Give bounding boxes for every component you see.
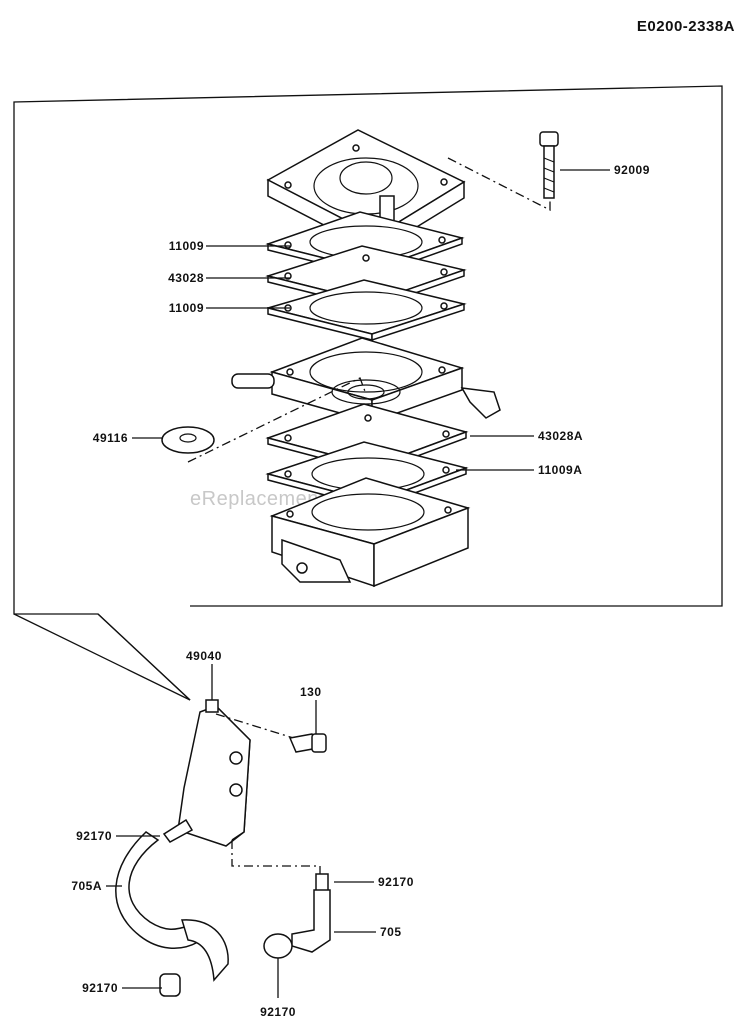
- part-label-92170-right: 92170: [378, 875, 414, 889]
- part-label-705: 705: [380, 925, 402, 939]
- part-label-49116: 49116: [93, 431, 128, 445]
- hose-705A: [115, 831, 229, 997]
- part-label-11009A: 11009A: [538, 463, 582, 477]
- part-label-43028: 43028: [168, 271, 204, 285]
- exploded-view-frame: [13, 85, 723, 701]
- part-label-11009-lower: 11009: [169, 301, 204, 315]
- part-label-49040: 49040: [186, 649, 222, 663]
- part-label-705A: 705A: [71, 879, 102, 893]
- pump-bottom-cover: [269, 477, 471, 588]
- part-label-43028A: 43028A: [538, 429, 583, 443]
- part-label-11009-upper: 11009: [169, 239, 204, 253]
- exploded-pump-parts: [161, 129, 559, 588]
- bolt-130: [288, 733, 327, 753]
- valve-49116: [161, 426, 215, 454]
- part-label-92170-bottom: 92170: [260, 1005, 296, 1019]
- diagram-code: E0200-2338A: [637, 18, 735, 35]
- assembled-fuel-pump: [162, 699, 321, 876]
- gasket-11009-lower: [265, 279, 467, 342]
- leader-lines: [106, 169, 610, 998]
- hose-705: [263, 873, 331, 959]
- part-labels: 92009 11009 43028 11009 49116 43028A 110…: [71, 163, 650, 1019]
- part-label-130: 130: [300, 685, 322, 699]
- part-label-92170-lower-left: 92170: [82, 981, 118, 995]
- part-label-92009: 92009: [614, 163, 650, 177]
- part-label-92170-upper-left: 92170: [76, 829, 112, 843]
- screw-92009: [539, 131, 559, 199]
